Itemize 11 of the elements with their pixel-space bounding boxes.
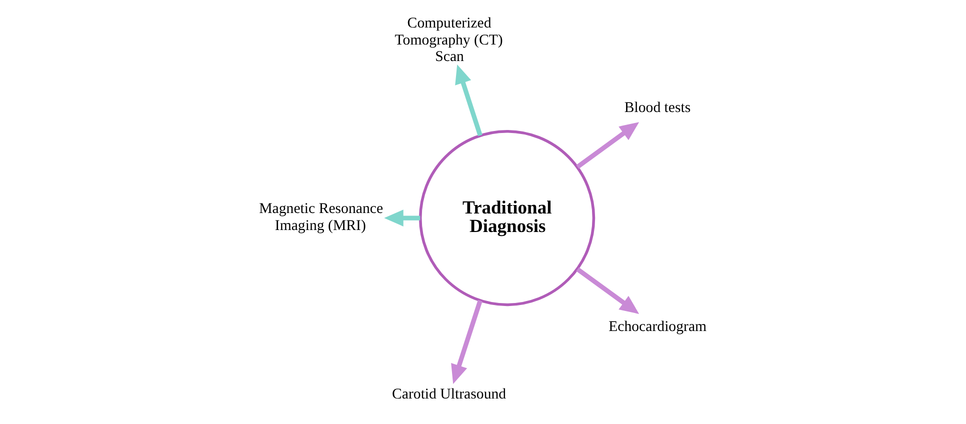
node-text: Computerized Tomography (CT) Scan <box>394 16 503 66</box>
node-text: Blood tests <box>624 100 691 116</box>
node-text: Echocardiogram <box>608 319 707 336</box>
arrow <box>576 267 640 314</box>
arrow <box>455 64 482 136</box>
node-text: Carotid Ultrasound <box>392 386 506 403</box>
arrow <box>576 122 640 169</box>
node-circle: Traditional Diagnosis <box>418 130 596 306</box>
arrow <box>451 300 482 384</box>
node-text: Magnetic Resonance Imaging (MRI) <box>259 201 384 234</box>
arrow <box>384 210 420 226</box>
